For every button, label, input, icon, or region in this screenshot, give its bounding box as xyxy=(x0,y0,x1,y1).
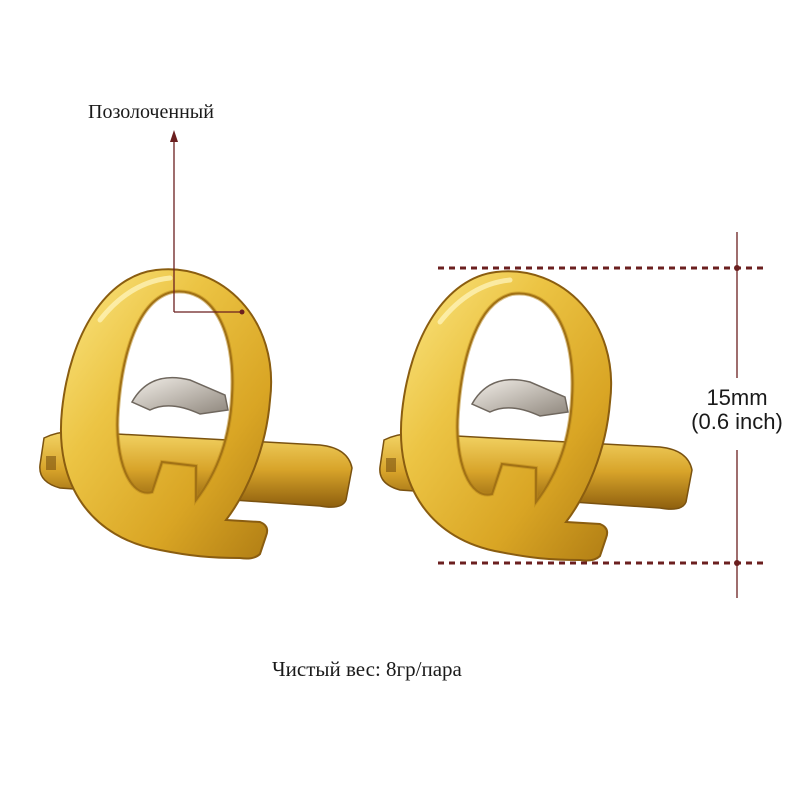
height-inch-text: (0.6 inch) xyxy=(691,409,783,434)
net-weight-label: Чистый вес: 8гр/пара xyxy=(272,657,462,681)
plating-callout-line xyxy=(170,130,245,315)
height-dimension-guides xyxy=(438,232,768,598)
height-dimension-label: 15mm (0.6 inch) xyxy=(662,386,800,434)
plating-label: Позолоченный xyxy=(88,101,214,123)
right-cufflink xyxy=(380,271,692,560)
height-mm-text: 15mm xyxy=(706,385,768,410)
